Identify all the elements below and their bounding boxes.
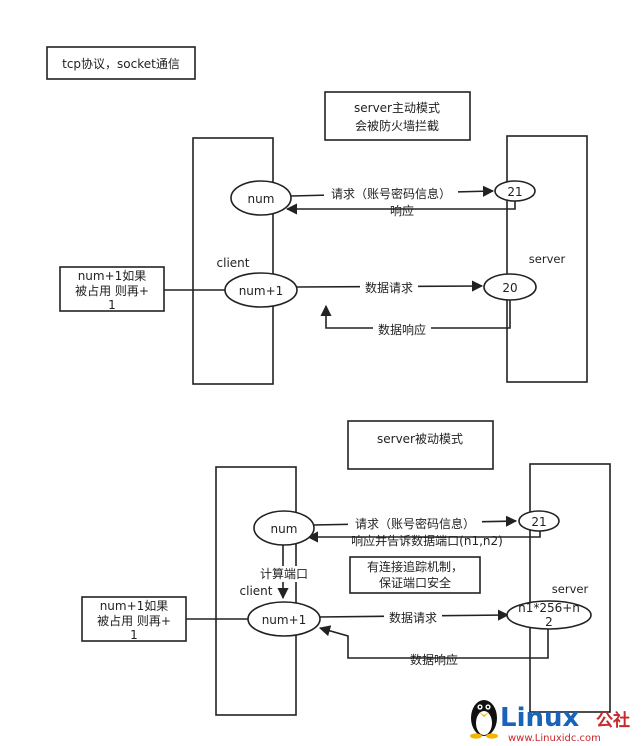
passive-request-label-bg: [348, 516, 482, 532]
active-mode-section: server主动模式 会被防火墙拦截 client server num+1如果…: [59, 91, 588, 385]
passive-request-label: 请求（账号密码信息）: [355, 516, 475, 531]
active-server-label: server: [529, 252, 566, 266]
active-num-plus-text: num+1: [239, 284, 284, 298]
title-note-text: tcp协议，socket通信: [62, 56, 180, 71]
active-port20-text: 20: [502, 281, 517, 295]
watermark-url: www.Linuxidc.com: [508, 733, 601, 744]
passive-port21-text: 21: [531, 515, 546, 529]
active-response-arrow: [285, 201, 516, 215]
passive-tracking-line1: 有连接追踪机制，: [367, 559, 463, 574]
active-request-label: 请求（账号密码信息）: [331, 186, 451, 201]
passive-server-data-port: [506, 600, 592, 630]
active-retry-line2: 被占用 则再+: [75, 283, 149, 298]
passive-client-num-plus-port: [247, 601, 321, 637]
active-data-response-label-bg: [373, 322, 431, 337]
passive-response-label: 响应并告诉数据端口(n1,n2): [351, 533, 503, 548]
passive-compute-label-bg: [258, 566, 310, 582]
watermark-brand: Linux: [500, 703, 579, 733]
active-client-label: client: [217, 256, 250, 270]
active-mode-note: server主动模式 会被防火墙拦截: [324, 91, 471, 141]
active-port21-text: 21: [507, 185, 522, 199]
passive-port-formula-line1: n1*256+n: [518, 601, 580, 615]
active-note-line1: server主动模式: [354, 101, 440, 115]
passive-tracking-note: 有连接追踪机制， 保证端口安全: [349, 556, 481, 594]
passive-port-formula-line2: 2: [545, 615, 553, 629]
passive-client-num-port: [253, 510, 315, 546]
passive-response-arrow: [306, 530, 541, 543]
passive-mode-note: server被动模式: [347, 420, 494, 470]
passive-mode-section: server被动模式 client server num+1如果 被占用 则再+…: [81, 420, 611, 716]
active-data-request-label-bg: [360, 280, 418, 295]
active-client-num-port: [230, 180, 292, 216]
passive-retry-line3: 1: [130, 628, 138, 642]
passive-tracking-line2: 保证端口安全: [379, 575, 451, 590]
passive-data-response-label: 数据响应: [410, 652, 458, 667]
passive-data-request-label-bg: [384, 610, 442, 625]
passive-server-label: server: [552, 582, 589, 596]
passive-server-port-21: [518, 510, 560, 532]
passive-num-plus-text: num+1: [262, 613, 307, 627]
watermark-brand-cn: 公社: [596, 710, 630, 731]
passive-num-text: num: [271, 522, 298, 536]
passive-server-box: [529, 463, 611, 713]
active-num-text: num: [248, 192, 275, 206]
passive-retry-line2: 被占用 则再+: [97, 613, 171, 628]
active-data-request-label: 数据请求: [365, 280, 413, 295]
active-server-box: [506, 135, 588, 383]
penguin-icon: [470, 700, 498, 739]
active-client-num-plus-port: [224, 272, 298, 308]
watermark-logo: Linux 公社 www.Linuxidc.com: [470, 700, 630, 744]
active-server-port-21: [494, 180, 536, 202]
active-retry-note: num+1如果 被占用 则再+ 1: [59, 266, 165, 312]
active-note-line2: 会被防火墙拦截: [355, 118, 439, 133]
active-retry-line3: 1: [108, 298, 116, 312]
passive-note-text: server被动模式: [377, 432, 463, 446]
passive-retry-line1: num+1如果: [100, 598, 169, 613]
active-server-port-20: [483, 273, 537, 301]
active-data-response-label: 数据响应: [378, 322, 426, 337]
passive-retry-note: num+1如果 被占用 则再+ 1: [81, 596, 187, 642]
passive-data-request-label: 数据请求: [389, 610, 437, 625]
active-retry-line1: num+1如果: [78, 268, 147, 283]
passive-client-label: client: [240, 584, 273, 598]
active-response-label: 响应: [390, 203, 414, 218]
passive-compute-port-label: 计算端口: [260, 566, 308, 581]
active-client-box: [192, 137, 274, 385]
passive-data-response-arrow: [318, 625, 549, 659]
active-request-label-bg: [324, 186, 458, 202]
title-note: tcp协议，socket通信: [46, 46, 196, 80]
